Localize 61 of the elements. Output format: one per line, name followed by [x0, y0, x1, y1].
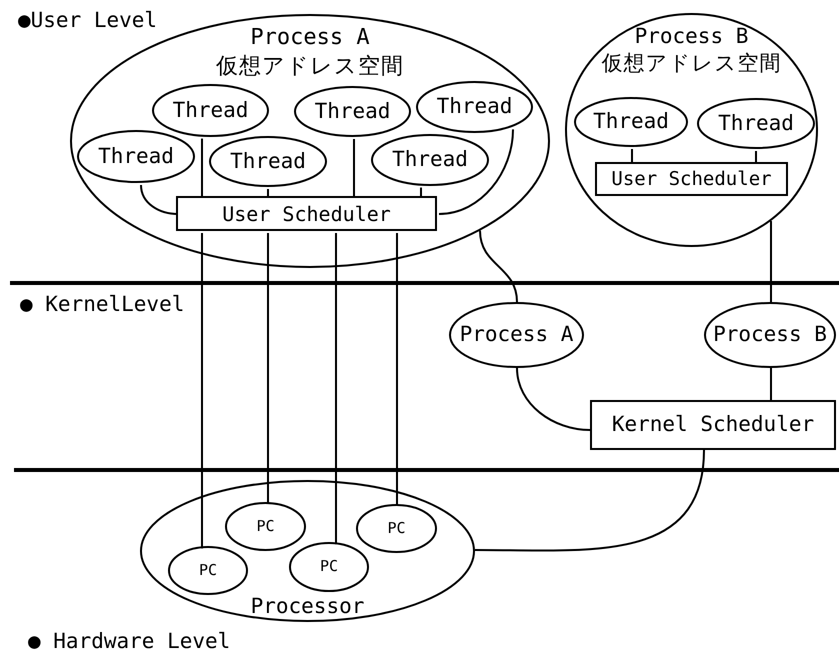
node-label: Thread	[593, 108, 669, 136]
connector-line	[201, 138, 203, 198]
connector-line	[474, 450, 705, 552]
ellipse-node	[77, 130, 195, 183]
ellipse-node	[225, 502, 306, 551]
node-label: Thread	[98, 142, 174, 170]
node-label: Process A	[250, 24, 370, 52]
node-label: Thread	[230, 148, 306, 175]
node-label: PC	[256, 516, 275, 536]
scheduler-box	[595, 162, 788, 196]
node-label: PC	[387, 518, 406, 538]
connector-line	[396, 233, 398, 506]
level-label: ●User Level	[18, 8, 158, 32]
scheduler-box	[590, 400, 836, 450]
ellipse-node	[704, 302, 836, 368]
node-label: PC	[320, 557, 338, 577]
connector-line	[755, 150, 757, 164]
level-label: ● KernelLevel	[20, 292, 184, 316]
ellipse-node	[565, 13, 818, 247]
ellipse-node	[356, 504, 437, 553]
connector-line	[140, 184, 178, 215]
ellipse-node	[289, 542, 369, 592]
node-label: Thread	[314, 98, 390, 125]
connector-line	[201, 233, 203, 548]
node-label: Thread	[718, 110, 794, 137]
ellipse-node	[294, 86, 411, 137]
node-label: PC	[198, 560, 218, 580]
node-label: 仮想アドレス空間	[216, 52, 404, 81]
connector-line	[770, 368, 772, 400]
connector-line	[631, 149, 633, 164]
connector-line	[335, 233, 337, 544]
connector-line	[770, 221, 772, 302]
node-label: User Scheduler	[611, 166, 772, 192]
level-label: ● Hardware Level	[28, 629, 230, 653]
node-label: Processor	[250, 592, 364, 620]
node-label: Thread	[436, 93, 512, 120]
connector-line	[353, 139, 355, 198]
node-label: Thread	[172, 96, 248, 124]
ellipse-node	[416, 81, 533, 133]
connector-line	[479, 230, 518, 302]
connector-line	[420, 188, 422, 198]
ellipse-node	[449, 302, 584, 368]
node-label: Process B	[713, 321, 827, 348]
node-label: Process A	[460, 321, 574, 348]
node-label: 仮想アドレス空間	[602, 50, 782, 78]
ellipse-node	[152, 84, 269, 137]
ellipse-node	[209, 136, 327, 187]
scheduler-box	[176, 196, 437, 231]
ellipse-node	[168, 546, 248, 595]
node-label: Kernel Scheduler	[612, 411, 814, 438]
connector-line	[438, 129, 514, 215]
node-label: Process B	[634, 23, 748, 50]
node-label: Thread	[392, 146, 468, 174]
connector-line	[267, 188, 269, 198]
ellipse-node	[697, 98, 815, 149]
ellipse-node	[371, 134, 489, 186]
ellipse-node	[574, 97, 688, 147]
connector-line	[267, 233, 269, 504]
connector-line	[516, 368, 590, 431]
node-label: User Scheduler	[222, 200, 391, 226]
ellipse-node	[140, 480, 475, 622]
